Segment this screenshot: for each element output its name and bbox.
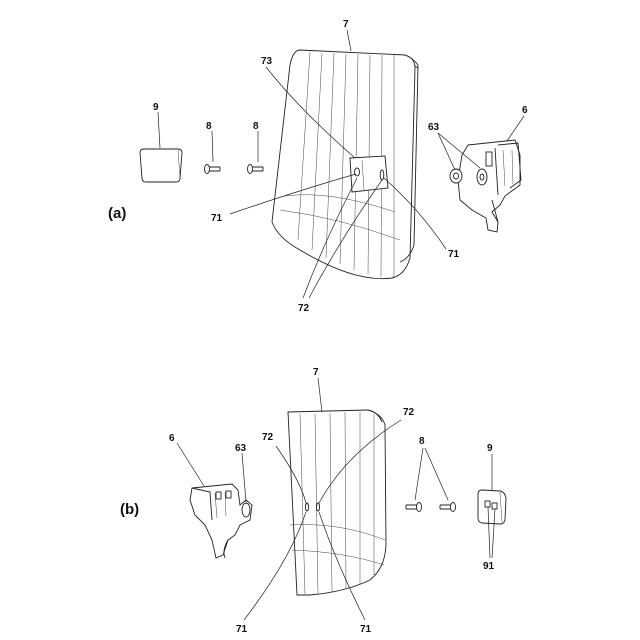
- label-boss-a: 73: [261, 56, 273, 67]
- cap-a: [140, 149, 182, 182]
- label-hole-right-a: 71: [448, 249, 460, 260]
- label-slots-a: 72: [298, 303, 310, 314]
- label-slot-left-b: 72: [262, 432, 274, 443]
- label-screw-a-2: 8: [253, 121, 259, 132]
- bracket-b: [190, 484, 252, 558]
- label-pins-b: 63: [235, 443, 247, 454]
- label-cap-holes-b: 91: [483, 561, 495, 572]
- bracket-a: [450, 140, 521, 232]
- label-panel-b: 7: [313, 367, 319, 378]
- panel-a-label: (a): [108, 205, 126, 222]
- label-slot-right-b: 72: [403, 407, 415, 418]
- label-screw-a-1: 8: [206, 121, 212, 132]
- label-hole-left-b: 71: [236, 624, 248, 635]
- screw-b-2: [440, 503, 456, 512]
- label-hole-left-a: 71: [211, 213, 223, 224]
- label-pins-a: 63: [428, 122, 440, 133]
- label-bracket-b: 6: [169, 433, 175, 444]
- main-panel-a: [272, 50, 418, 279]
- cap-b: [478, 490, 506, 524]
- screw-a-1: [205, 165, 221, 174]
- label-cap-a: 9: [153, 102, 159, 113]
- label-panel-a: 7: [343, 19, 349, 30]
- label-hole-right-b: 71: [360, 624, 372, 635]
- screw-b-1: [406, 503, 422, 512]
- panel-b-label: (b): [120, 501, 139, 518]
- label-bracket-a: 6: [522, 105, 528, 116]
- label-screws-b: 8: [419, 436, 425, 447]
- screw-a-2: [248, 165, 264, 174]
- panel-b: (b) 7 72 72 71 71: [120, 367, 506, 635]
- label-cap-b: 9: [487, 443, 493, 454]
- panel-a: (a) 9 8 8: [108, 19, 528, 314]
- main-panel-b: [288, 410, 386, 595]
